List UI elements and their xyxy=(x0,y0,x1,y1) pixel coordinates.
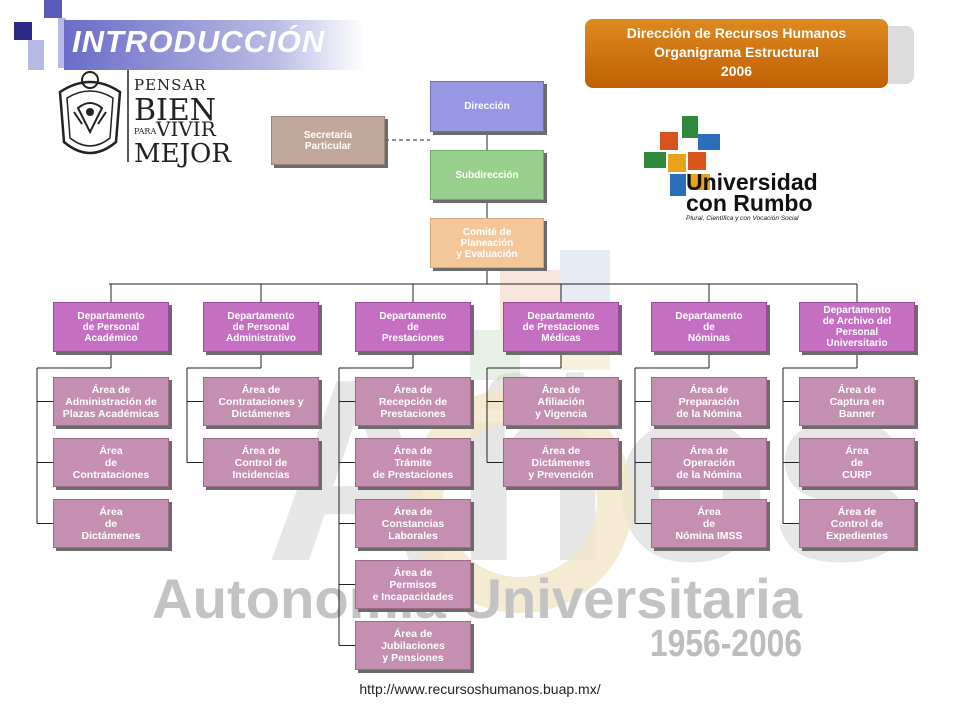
deco-square-navy xyxy=(14,22,32,40)
rumbo-tagline: Plural, Científica y con Vocación Social xyxy=(686,215,799,222)
box-area-2-2: Área de Control de Incidencias xyxy=(203,438,319,487)
box-area-6-1: Área de Captura en Banner xyxy=(799,377,915,426)
box-area-4-2: Área de Dictámenes y Prevención xyxy=(503,438,619,487)
buap-seal-icon xyxy=(58,71,122,155)
box-area-3-1: Área de Recepción de Prestaciones xyxy=(355,377,471,426)
box-area-5-1: Área de Preparación de la Nómina xyxy=(651,377,767,426)
watermark-line1: Autonomía Universitaria xyxy=(152,567,803,630)
universidad-con-rumbo-logo: Universidad con Rumbo Plural, Científica… xyxy=(644,116,818,222)
rumbo-cross-icon xyxy=(644,116,720,196)
box-secretaria-particular: Secretaría Particular xyxy=(271,116,385,165)
info-line-3: 2006 xyxy=(720,63,753,79)
page-title: INTRODUCCIÓN xyxy=(72,24,326,59)
box-area-4-1: Área de Afiliación y Vigencia xyxy=(503,377,619,426)
box-area-1-1: Área de Administración de Plazas Académi… xyxy=(53,377,169,426)
box-area-1-2: Área de Contrataciones xyxy=(53,438,169,487)
buap-logo: PENSAR BIEN PARA VIVIR MEJOR xyxy=(58,70,232,169)
box-area-6-3: Área de Control de Expedientes xyxy=(799,499,915,548)
logo-word-4: VIVIR xyxy=(155,117,217,141)
watermark-line2: 1956-2006 xyxy=(650,623,802,665)
title-bar xyxy=(64,20,364,70)
box-direccion: Dirección xyxy=(430,81,544,132)
box-area-1-3: Área de Dictámenes xyxy=(53,499,169,548)
box-department-6: Departamento de Archivo del Personal Uni… xyxy=(799,302,915,352)
logo-word-5: MEJOR xyxy=(134,139,232,169)
deco-square-blue xyxy=(44,0,62,18)
info-line-1: Dirección de Recursos Humanos xyxy=(626,25,847,41)
box-comite-planeacion: Comité de Planeación y Evaluación xyxy=(430,218,544,268)
box-area-3-3: Área de Constancias Laborales xyxy=(355,499,471,548)
info-box: Dirección de Recursos Humanos Organigram… xyxy=(585,19,888,88)
info-line-2: Organigrama Estructural xyxy=(654,44,819,60)
deco-square-light xyxy=(58,18,66,68)
logo-word-3: PARA xyxy=(134,127,156,136)
logo-word-2: BIEN xyxy=(134,93,216,128)
box-area-5-2: Área de Operación de la Nómina xyxy=(651,438,767,487)
box-area-3-4: Área de Permisos e Incapacidades xyxy=(355,560,471,609)
box-area-3-5: Área de Jubilaciones y Pensiones xyxy=(355,621,471,670)
box-area-2-1: Área de Contrataciones y Dictámenes xyxy=(203,377,319,426)
box-area-3-2: Área de Trámite de Prestaciones xyxy=(355,438,471,487)
box-department-2: Departamento de Personal Administrativo xyxy=(203,302,319,352)
logo-word-1: PENSAR xyxy=(134,76,207,94)
box-area-5-3: Área de Nómina IMSS xyxy=(651,499,767,548)
box-department-3: Departamento de Prestaciones xyxy=(355,302,471,352)
footer-url[interactable]: http://www.recursoshumanos.buap.mx/ xyxy=(359,681,601,697)
box-subdireccion: Subdirección xyxy=(430,150,544,200)
box-department-1: Departamento de Personal Académico xyxy=(53,302,169,352)
box-department-5: Departamento de Nóminas xyxy=(651,302,767,352)
deco-square-lilac xyxy=(28,40,44,70)
rumbo-line-1: Universidad xyxy=(686,169,818,195)
box-department-4: Departamento de Prestaciones Médicas xyxy=(503,302,619,352)
box-area-6-2: Área de CURP xyxy=(799,438,915,487)
rumbo-line-2: con Rumbo xyxy=(686,190,813,216)
